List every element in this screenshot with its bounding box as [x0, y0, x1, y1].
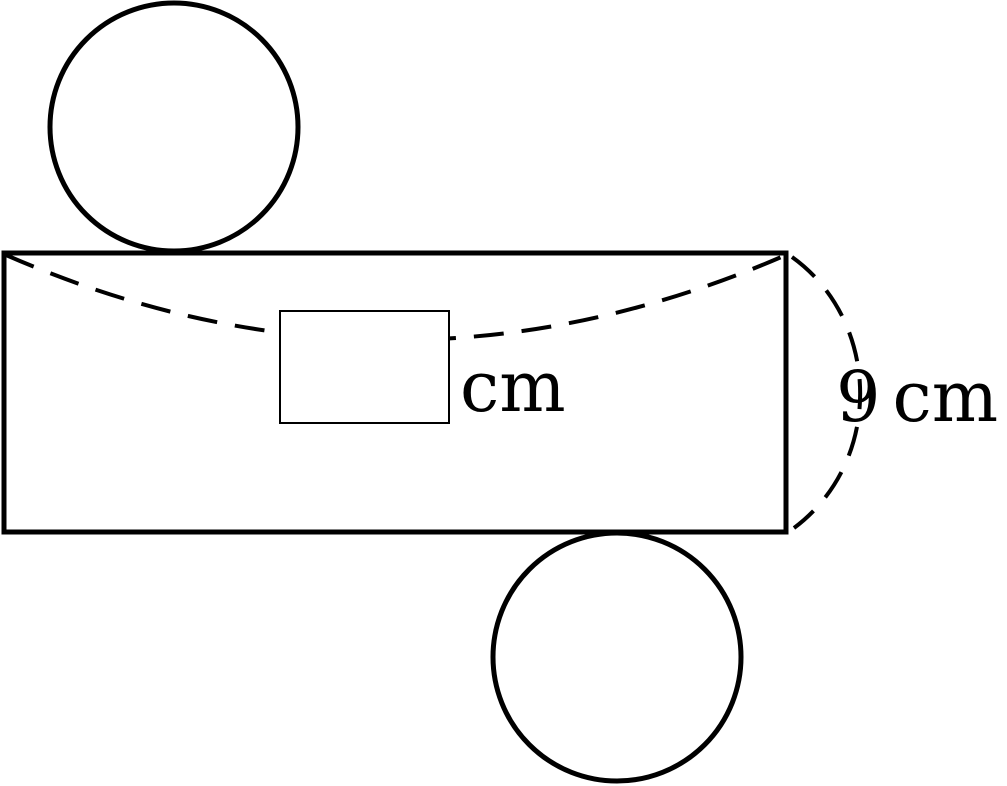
height-unit: cm	[892, 356, 999, 438]
bottom-base-circle	[490, 530, 744, 784]
lateral-surface-rectangle	[1, 250, 789, 535]
height-dashed-arc	[790, 255, 863, 530]
top-base-circle	[47, 0, 301, 254]
height-value: 9	[836, 356, 881, 438]
answer-blank-box[interactable]	[279, 310, 450, 424]
answer-blank-unit-label: cm	[460, 346, 566, 428]
